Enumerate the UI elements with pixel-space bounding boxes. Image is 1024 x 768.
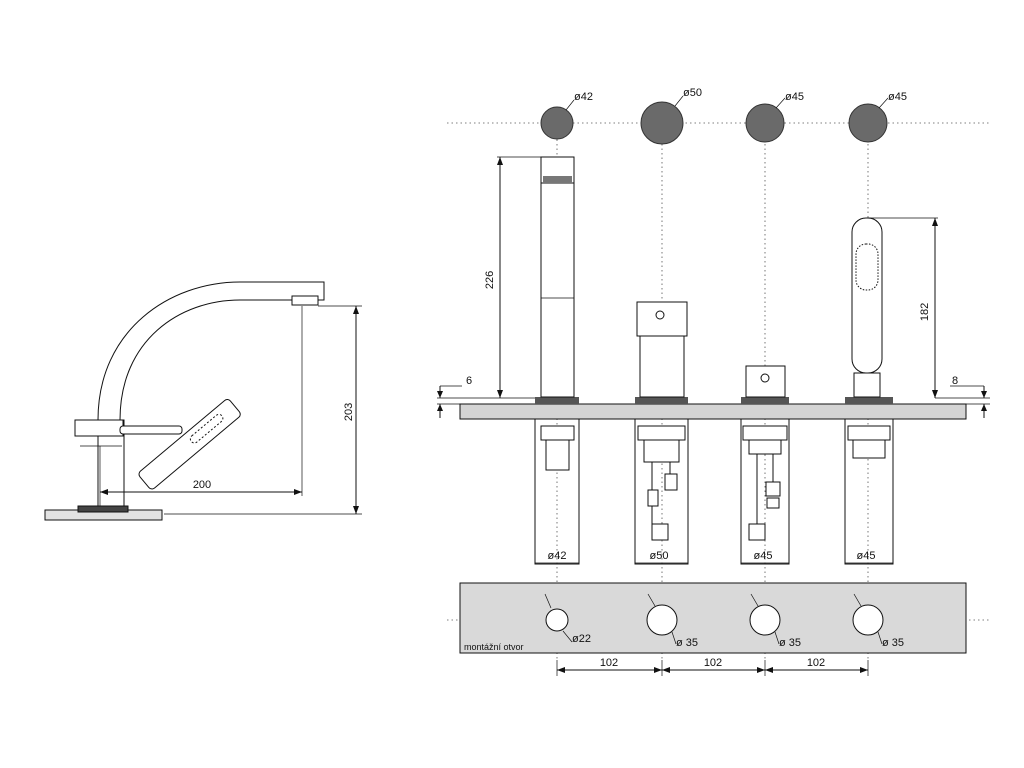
dim-spout-height: 226 [484, 271, 496, 289]
body-dia-4: ø45 [857, 550, 876, 562]
underdeck-diverter [740, 418, 790, 565]
top-circle-diverter [745, 103, 785, 143]
spacing-2: 102 [704, 657, 722, 669]
mount-hole-1 [545, 608, 569, 632]
mount-hole-2 [646, 604, 678, 636]
dim-left-thickness: 6 [466, 375, 472, 387]
dim-shower-height: 182 [919, 303, 931, 321]
top-circle-spout [540, 106, 574, 140]
body-dia-3: ø45 [754, 550, 773, 562]
body-dia-1: ø42 [548, 550, 567, 562]
dim-side-height: 203 [343, 403, 355, 421]
hand-shower [851, 217, 883, 374]
underdeck-shower [844, 418, 894, 565]
mount-hole-3 [749, 604, 781, 636]
mixer-body [639, 335, 685, 398]
top-dia-3: ø45 [785, 91, 804, 103]
spacing-1: 102 [600, 657, 618, 669]
side-view: 203 200 [44, 281, 362, 521]
top-circle-shower [848, 103, 888, 143]
underdeck-mixer [634, 418, 689, 565]
top-dia-4: ø45 [888, 91, 907, 103]
mount-dia-1: ø22 [572, 633, 591, 645]
mounting-plate: montážní otvor ø22 ø 35 ø 35 ø 35 102 10… [459, 582, 967, 676]
mount-dia-3: ø 35 [779, 637, 801, 649]
top-circle-mixer [640, 101, 684, 145]
body-dia-2: ø50 [650, 550, 669, 562]
top-dia-1: ø42 [574, 91, 593, 103]
spout-column [540, 156, 575, 398]
mount-dia-4: ø 35 [882, 637, 904, 649]
deck-slab [459, 403, 967, 420]
spacing-3: 102 [807, 657, 825, 669]
underdeck-spout [534, 418, 580, 565]
mount-hole-4 [852, 604, 884, 636]
front-view: ø42 ø50 ø45 ø45 6 8 [437, 87, 990, 660]
top-dia-2: ø50 [683, 87, 702, 99]
mounting-hole-label: montážní otvor [464, 642, 524, 652]
mount-dia-2: ø 35 [676, 637, 698, 649]
dim-right-thickness: 8 [952, 375, 958, 387]
dim-side-reach: 200 [193, 479, 211, 491]
